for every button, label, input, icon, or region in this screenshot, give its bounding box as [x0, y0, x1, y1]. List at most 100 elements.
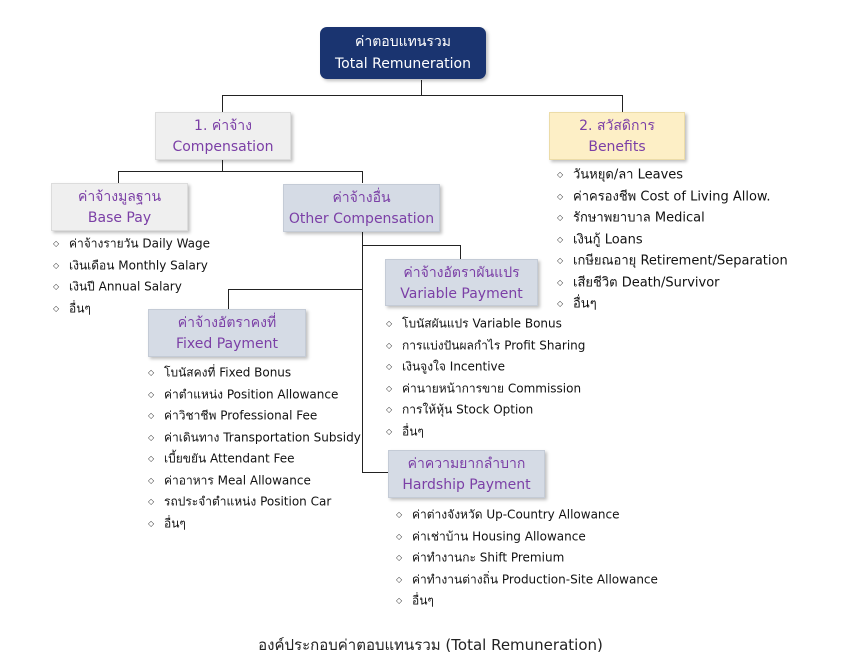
list-item: ◇ค่าวิชาชีพ Professional Fee [148, 405, 361, 427]
node-en: Benefits [588, 139, 646, 155]
connector-to-compensation [222, 95, 223, 112]
item-thai: รถประจำตำแหน่ง [164, 494, 257, 509]
list-item: ◇ค่าเดินทาง Transportation Subsidy [148, 427, 361, 449]
item-thai: ค่าทำงานกะ [412, 550, 476, 565]
diamond-bullet-icon: ◇ [386, 405, 393, 414]
benefits-node: 2. สวัสดิการ Benefits [549, 112, 685, 160]
item-en: Housing Allowance [472, 528, 586, 543]
list-item: ◇อื่นๆ [557, 293, 788, 315]
item-en: Production-Site Allowance [501, 571, 658, 586]
item-thai: ค่าครองชีพ [573, 188, 637, 204]
item-thai: เงินปี [69, 279, 95, 294]
list-item: ◇ค่าอาหาร Meal Allowance [148, 470, 361, 492]
connector-other-trunk [362, 232, 363, 473]
connector-fixed-horizontal [228, 289, 363, 290]
connector-to-other-compensation [362, 171, 363, 183]
item-en: Death/Survivor [621, 274, 720, 290]
diamond-bullet-icon: ◇ [396, 553, 403, 562]
diamond-bullet-icon: ◇ [386, 383, 393, 393]
diamond-bullet-icon: ◇ [557, 234, 564, 244]
diamond-bullet-icon: ◇ [396, 510, 403, 519]
diamond-bullet-icon: ◇ [396, 596, 403, 605]
connector-compensation-down [222, 160, 223, 172]
list-item: ◇ค่าต่างจังหวัด Up-Country Allowance [396, 504, 658, 526]
item-en: Meal Allowance [217, 472, 311, 487]
node-en: Total Remuneration [334, 56, 471, 72]
item-thai: เงินกู้ [573, 231, 601, 247]
diamond-bullet-icon: ◇ [386, 362, 393, 371]
diamond-bullet-icon: ◇ [557, 213, 564, 222]
item-thai: ค่าวิชาชีพ [164, 408, 217, 423]
list-item: ◇โบนัสผันแปร Variable Bonus [386, 313, 585, 335]
item-en: Position Allowance [226, 386, 339, 401]
item-thai: ค่านายหน้าการขาย [402, 380, 505, 395]
item-thai: การแบ่งปันผลกำไร [402, 337, 501, 352]
node-thai: 1. ค่าจ้าง [194, 118, 252, 134]
node-en: Other Compensation [288, 211, 435, 227]
item-en: Incentive [449, 359, 506, 374]
diamond-bullet-icon: ◇ [386, 426, 393, 436]
item-en: Annual Salary [98, 279, 182, 294]
item-thai: เสียชีวิต [573, 274, 618, 290]
hardship-payment-list: ◇ค่าต่างจังหวัด Up-Country Allowance◇ค่า… [396, 504, 658, 612]
list-item: ◇อื่นๆ [148, 513, 361, 535]
item-thai: อื่นๆ [402, 423, 424, 438]
item-thai: เบี้ยขยัน [164, 451, 207, 466]
base-pay-list: ◇ค่าจ้างรายวัน Daily Wage◇เงินเดือน Mont… [53, 233, 210, 319]
node-en: Variable Payment [400, 286, 523, 302]
list-item: ◇ค่าทำงานต่างถิ่น Production-Site Allowa… [396, 569, 658, 591]
list-item: ◇ค่าครองชีพ Cost of Living Allow. [557, 186, 788, 208]
diamond-bullet-icon: ◇ [148, 432, 155, 442]
item-thai: ค่าเดินทาง [164, 429, 220, 444]
fixed-payment-list: ◇โบนัสคงที่ Fixed Bonus◇ค่าตำแหน่ง Posit… [148, 362, 361, 534]
diamond-bullet-icon: ◇ [53, 303, 60, 313]
other-compensation-node: ค่าจ้างอื่น Other Compensation [283, 184, 440, 232]
diamond-bullet-icon: ◇ [557, 277, 564, 287]
item-en: Leaves [637, 167, 684, 183]
node-en: Fixed Payment [175, 336, 279, 352]
node-thai: ค่าจ้างมูลฐาน [77, 189, 162, 205]
item-en: Cost of Living Allow. [640, 188, 771, 204]
item-thai: รักษาพยาบาล [573, 210, 651, 226]
list-item: ◇โบนัสคงที่ Fixed Bonus [148, 362, 361, 384]
item-en: Attendant Fee [210, 451, 295, 466]
list-item: ◇ อื่นๆ [386, 421, 585, 443]
diamond-bullet-icon: ◇ [148, 518, 155, 528]
total-remuneration-node: ค่าตอบแทนรวม Total Remuneration [320, 27, 486, 79]
item-thai: ค่าต่างจังหวัด [412, 507, 483, 522]
item-thai: โบนัสผันแปร [402, 316, 469, 331]
item-en: Position Car [260, 494, 332, 509]
item-en: Commission [507, 380, 582, 395]
connector-to-benefits [622, 95, 623, 112]
diamond-bullet-icon: ◇ [148, 368, 155, 377]
diamond-bullet-icon: ◇ [148, 389, 155, 399]
list-item: ◇ ค่านายหน้าการขาย Commission [386, 378, 585, 400]
diamond-bullet-icon: ◇ [53, 239, 60, 248]
item-en: Medical [654, 210, 705, 226]
item-en: Profit Sharing [504, 337, 586, 352]
node-thai: ค่าจ้างอัตราผันแปร [403, 265, 520, 281]
diamond-bullet-icon: ◇ [53, 260, 60, 270]
item-en: Monthly Salary [118, 257, 208, 272]
list-item: ◇การให้หุ้น Stock Option [386, 399, 585, 421]
item-thai: เกษียณอายุ [573, 253, 637, 269]
diamond-bullet-icon: ◇ [148, 475, 155, 485]
list-item: ◇เงินเดือน Monthly Salary [53, 255, 210, 277]
item-thai: อื่นๆ [412, 593, 434, 608]
connector-level1-horizontal [222, 95, 623, 96]
list-item: ◇ค่าทำงานกะ Shift Premium [396, 547, 658, 569]
item-en: Loans [604, 231, 643, 247]
item-thai: ค่าเช่าบ้าน [412, 528, 469, 543]
variable-payment-node: ค่าจ้างอัตราผันแปร Variable Payment [385, 259, 538, 306]
list-item: ◇ รักษาพยาบาล Medical [557, 207, 788, 229]
item-en: Retirement/Separation [640, 253, 788, 269]
item-thai: วันหยุด/ลา [573, 167, 634, 183]
diamond-bullet-icon: ◇ [396, 531, 403, 541]
node-en: Base Pay [87, 210, 152, 226]
diamond-bullet-icon: ◇ [148, 411, 155, 420]
item-thai: เงินจูงใจ [402, 359, 446, 374]
item-thai: ค่าจ้างรายวัน [69, 236, 139, 251]
node-thai: 2. สวัสดิการ [579, 118, 655, 134]
diamond-bullet-icon: ◇ [386, 340, 393, 350]
list-item: ◇เกษียณอายุ Retirement/Separation [557, 250, 788, 272]
